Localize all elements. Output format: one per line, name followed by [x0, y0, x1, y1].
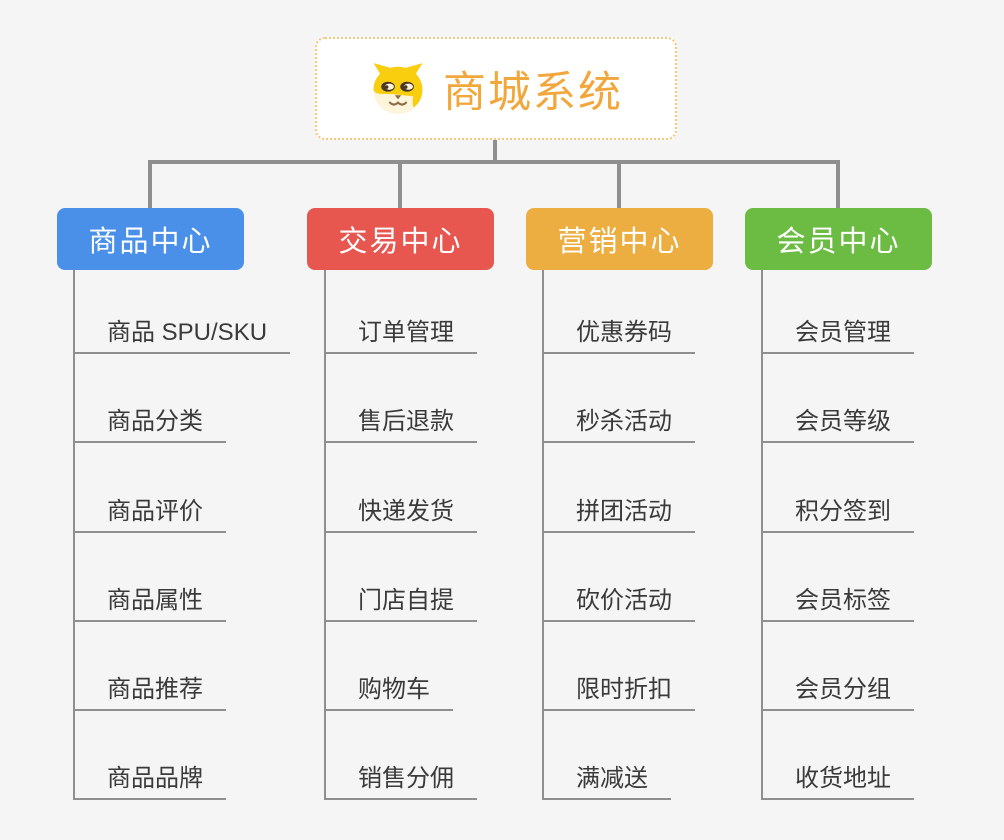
connector-drop-trade — [398, 162, 402, 208]
connector-bus — [148, 160, 840, 164]
branch-item[interactable]: 会员标签 — [761, 578, 914, 622]
connector-column-line — [542, 270, 544, 800]
branch-children-members: 会员管理 会员等级 积分签到 会员标签 会员分组 收货地址 — [761, 270, 996, 800]
branch-item[interactable]: 快递发货 — [324, 489, 477, 533]
branch-item[interactable]: 限时折扣 — [542, 667, 695, 711]
branch-item[interactable]: 售后退款 — [324, 399, 477, 443]
branch-children-trade: 订单管理 售后退款 快递发货 门店自提 购物车 销售分佣 — [324, 270, 559, 800]
connector-column-line — [73, 270, 75, 800]
branch-item[interactable]: 优惠券码 — [542, 310, 695, 354]
branch-node-label: 商品中心 — [88, 226, 213, 258]
branch-item[interactable]: 订单管理 — [324, 310, 477, 354]
connector-drop-products — [148, 162, 152, 208]
branch-item[interactable]: 砍价活动 — [542, 578, 695, 622]
branch-item[interactable]: 商品属性 — [73, 578, 226, 622]
branch-item[interactable]: 商品分类 — [73, 399, 226, 443]
branch-item[interactable]: 积分签到 — [761, 489, 914, 533]
root-node[interactable]: 商城系统 — [315, 37, 677, 140]
connector-drop-members — [836, 162, 840, 208]
branch-node-label: 营销中心 — [557, 226, 682, 258]
branch-item[interactable]: 门店自提 — [324, 578, 477, 622]
branch-node-members[interactable]: 会员中心 — [745, 208, 932, 270]
branch-node-label: 会员中心 — [776, 226, 901, 258]
branch-item[interactable]: 秒杀活动 — [542, 399, 695, 443]
branch-item[interactable]: 销售分佣 — [324, 756, 477, 800]
branch-item[interactable]: 拼团活动 — [542, 489, 695, 533]
branch-item[interactable]: 商品推荐 — [73, 667, 226, 711]
connector-column-line — [761, 270, 763, 800]
branch-item[interactable]: 满减送 — [542, 756, 671, 800]
branch-item[interactable]: 购物车 — [324, 667, 453, 711]
branch-item[interactable]: 商品品牌 — [73, 756, 226, 800]
branch-item[interactable]: 商品 SPU/SKU — [73, 310, 291, 354]
branch-children-products: 商品 SPU/SKU 商品分类 商品评价 商品属性 商品推荐 商品品牌 — [73, 270, 308, 800]
root-title: 商城系统 — [443, 68, 623, 117]
branch-item[interactable]: 会员分组 — [761, 667, 914, 711]
branch-node-trade[interactable]: 交易中心 — [307, 208, 494, 270]
branch-item[interactable]: 会员管理 — [761, 310, 914, 354]
connector-drop-marketing — [617, 162, 621, 208]
branch-node-products[interactable]: 商品中心 — [57, 208, 244, 270]
connector-column-line — [324, 270, 326, 800]
branch-item[interactable]: 会员等级 — [761, 399, 914, 443]
branch-node-marketing[interactable]: 营销中心 — [526, 208, 713, 270]
branch-node-label: 交易中心 — [338, 226, 463, 258]
branch-item[interactable]: 商品评价 — [73, 489, 226, 533]
connector-root-stub — [493, 140, 497, 164]
branch-item[interactable]: 收货地址 — [761, 756, 914, 800]
dog-icon — [369, 61, 427, 116]
branch-children-marketing: 优惠券码 秒杀活动 拼团活动 砍价活动 限时折扣 满减送 — [542, 270, 777, 800]
